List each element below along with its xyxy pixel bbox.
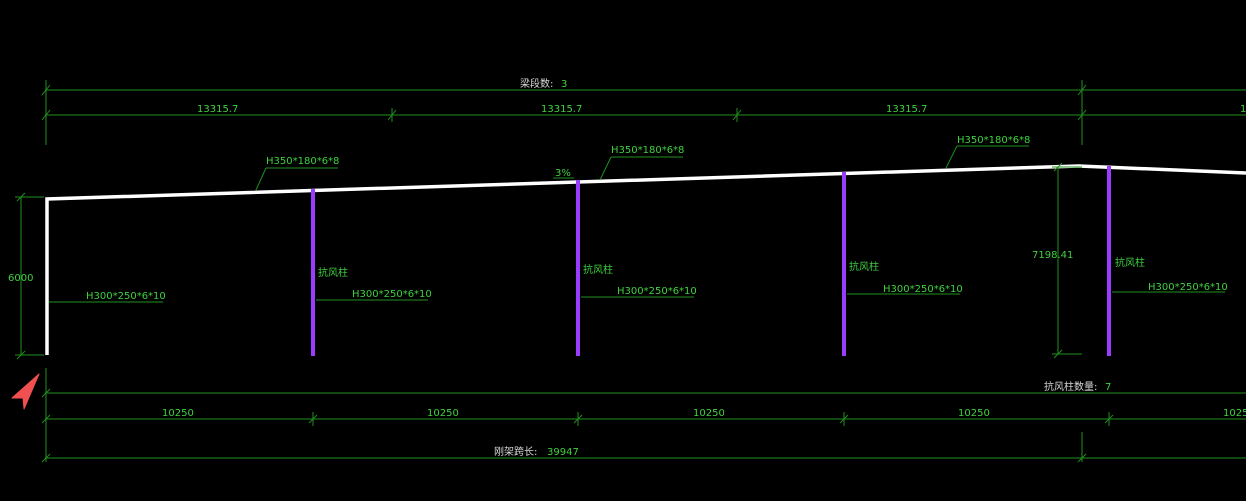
wind-column-section-3: H300*250*6*10: [883, 284, 963, 295]
ridge-height-dimension: [1052, 162, 1082, 359]
segment-length-3: 13315.7: [886, 104, 927, 115]
wind-column-count-label: 抗风柱数量:: [1044, 380, 1097, 393]
wind-column-name-1: 抗风柱: [318, 266, 348, 279]
rafter-section-label-3: H350*180*6*8: [957, 135, 1030, 146]
column-spacing-3: 10250: [693, 408, 725, 419]
arrow-cursor-icon: [11, 373, 40, 410]
rafter-section-label-2: H350*180*6*8: [611, 145, 684, 156]
left-column-height: 6000: [8, 273, 33, 284]
beam-segments-label: 梁段数:: [520, 77, 553, 90]
beam-segments-value: 3: [561, 79, 567, 90]
segment-length-2: 13315.7: [541, 104, 582, 115]
ridge-height-value: 7198.41: [1032, 250, 1073, 261]
left-height-dimension: [15, 192, 163, 360]
wind-column-section-2: H300*250*6*10: [617, 286, 697, 297]
wind-columns[interactable]: [311, 166, 1111, 356]
column-spacing-2: 10250: [427, 408, 459, 419]
rafter-leaders: [255, 145, 1029, 191]
frame-span-value: 39947: [547, 447, 579, 458]
portal-frame[interactable]: [45, 164, 1246, 355]
column-spacing-1: 10250: [162, 408, 194, 419]
left-column-section: H300*250*6*10: [86, 291, 166, 302]
top-dimension-chain: [41, 80, 1246, 145]
column-spacing-4: 10250: [958, 408, 990, 419]
segment-length-1: 13315.7: [197, 104, 238, 115]
column-spacing-5: 1025: [1223, 408, 1246, 419]
frame-rafter-line[interactable]: [45, 164, 1246, 355]
wind-column-section-4: H300*250*6*10: [1148, 282, 1228, 293]
segment-length-4: 1: [1240, 104, 1246, 115]
wind-column-leaders: [316, 291, 1225, 301]
rafter-section-label-1: H350*180*6*8: [266, 156, 339, 167]
frame-span-label: 刚架跨长:: [494, 446, 537, 458]
wind-column-name-4: 抗风柱: [1115, 256, 1145, 269]
wind-column-name-2: 抗风柱: [583, 263, 613, 276]
wind-column-count-value: 7: [1105, 382, 1111, 393]
bottom-dimension-chain: [41, 368, 1246, 463]
wind-column-section-1: H300*250*6*10: [352, 289, 432, 300]
wind-column-name-3: 抗风柱: [849, 260, 879, 273]
rafter-slope-label: 3%: [555, 168, 571, 179]
